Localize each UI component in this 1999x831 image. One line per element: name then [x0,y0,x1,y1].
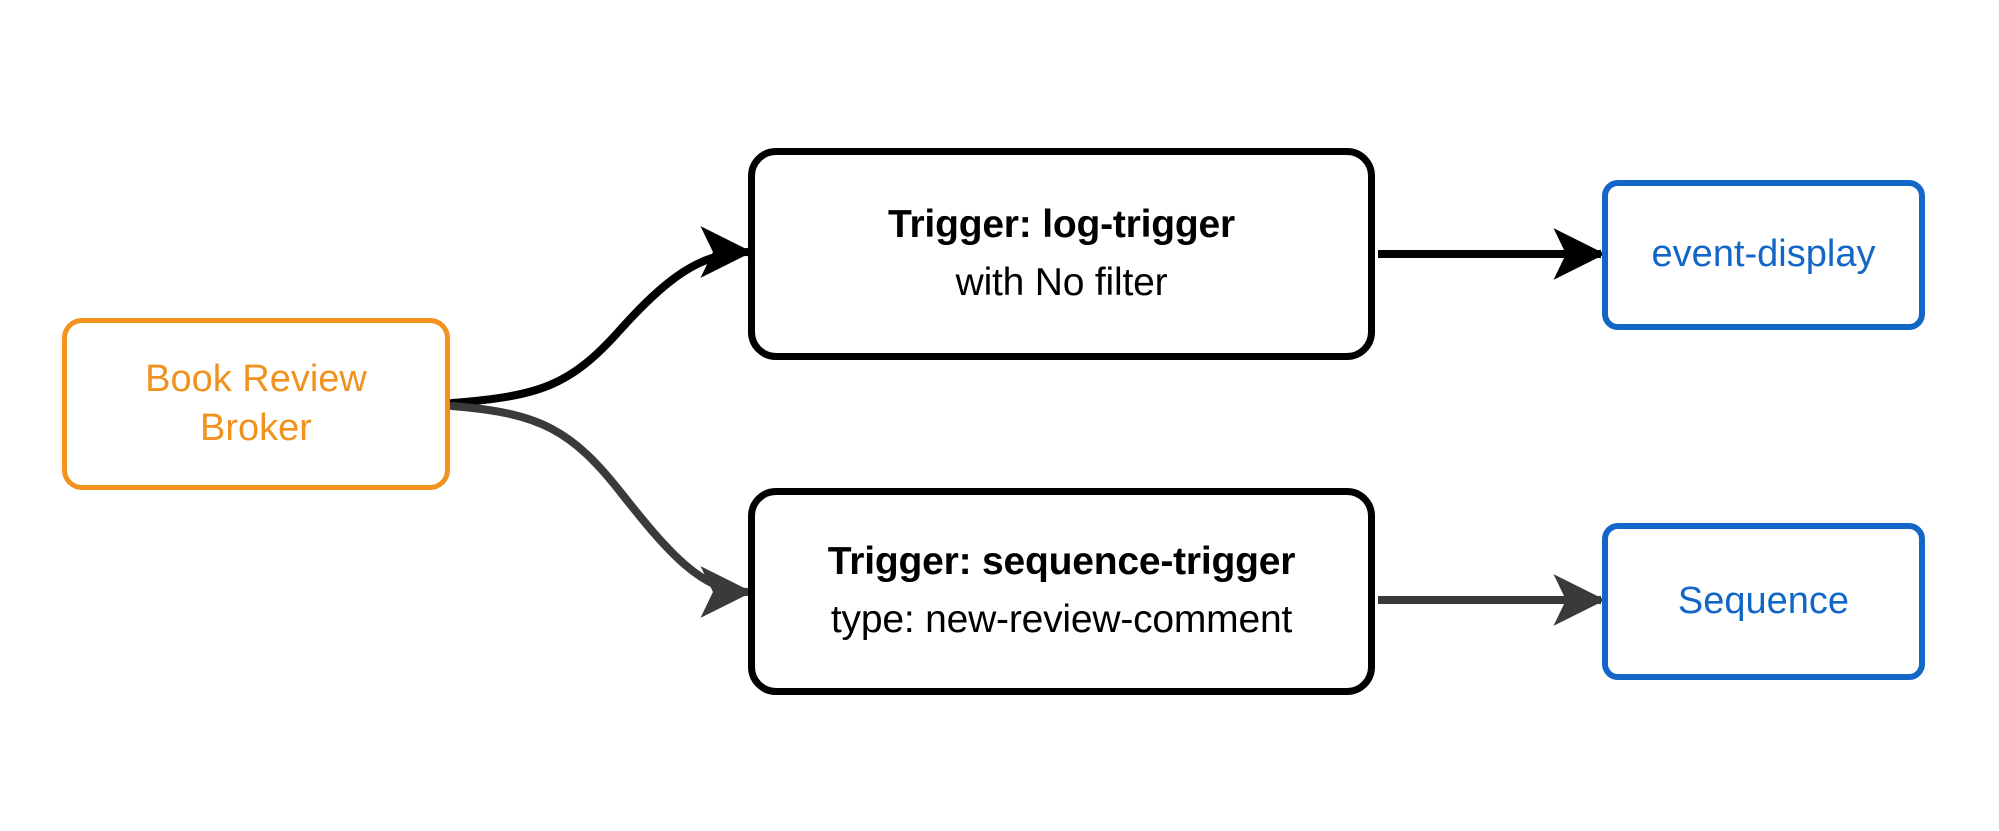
node-trigger-sequence-trigger[interactable]: Trigger: sequence-trigger type: new-revi… [748,488,1375,695]
node-book-review-broker[interactable]: Book Review Broker [62,318,450,490]
sink-sequence-label: Sequence [1677,579,1850,622]
edge-broker-to-log-trigger [448,226,753,407]
trigger-sequence-subtitle: type: new-review-comment [830,598,1293,641]
node-trigger-log-trigger[interactable]: Trigger: log-trigger with No filter [748,148,1375,360]
node-sink-sequence[interactable]: Sequence [1602,523,1925,680]
trigger-log-title: Trigger: log-trigger [887,202,1235,246]
broker-label-line2: Broker [200,407,312,449]
node-sink-event-display[interactable]: event-display [1602,180,1925,330]
broker-label-line1: Book Review [145,357,367,400]
trigger-log-subtitle: with No filter [955,260,1168,304]
edge-broker-to-sequence-trigger [448,402,753,618]
sink-event-display-label: event-display [1651,233,1876,276]
trigger-sequence-title: Trigger: sequence-trigger [827,540,1296,584]
